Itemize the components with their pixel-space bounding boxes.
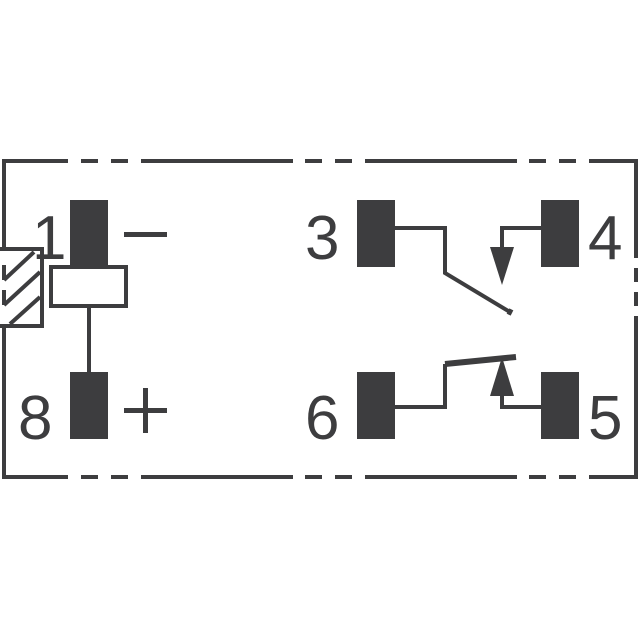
pin-pad-5 [541, 372, 579, 439]
pin-pad-3 [357, 200, 395, 267]
outline-left [0, 159, 44, 479]
minus-icon [124, 232, 167, 237]
switch-top-arm [395, 226, 512, 314]
pin-pad-6 [357, 372, 395, 439]
pin-pad-8 [70, 372, 108, 439]
orientation-mark-hatch [2, 250, 42, 326]
switch-bottom-arm [444, 354, 517, 367]
switch-top-nc-lead [500, 226, 541, 250]
arrow-down-icon [490, 247, 514, 285]
plus-icon-v [143, 388, 148, 433]
switch-bottom-lead [395, 364, 447, 409]
pin-label-8: 8 [18, 384, 52, 453]
pin-pad-4 [541, 200, 579, 267]
pin-label-3: 3 [305, 204, 339, 273]
arrow-up-icon [490, 357, 514, 396]
pin-label-5: 5 [588, 384, 622, 453]
pin-label-1: 1 [32, 204, 66, 273]
pin-label-4: 4 [588, 204, 622, 273]
pin-label-6: 6 [305, 384, 339, 453]
switch-bottom-contact-lead [500, 393, 541, 409]
pin-pad-1 [70, 200, 108, 267]
